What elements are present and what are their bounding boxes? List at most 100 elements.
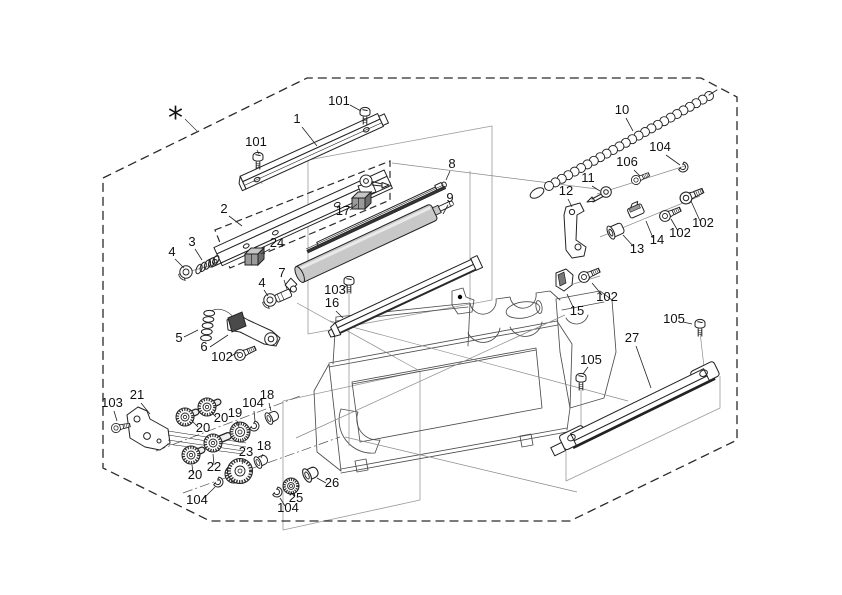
part-label-105-28: 105 xyxy=(663,311,693,326)
part-number-text: 22 xyxy=(207,459,221,474)
bracket-15 xyxy=(555,268,574,292)
leader-line xyxy=(335,310,344,319)
leader-line xyxy=(113,410,118,422)
leader-line xyxy=(582,366,589,375)
screw-105-left xyxy=(575,372,587,391)
part-number-text: 102 xyxy=(596,289,618,304)
part-number-text: 14 xyxy=(650,232,664,247)
part-number-text: 104 xyxy=(649,139,671,154)
part-number-text: 101 xyxy=(245,134,267,149)
dashed-boundary xyxy=(102,77,738,522)
part-label-15-26: 15 xyxy=(566,293,584,318)
leader-line xyxy=(633,169,641,177)
part-label-10-17: 10 xyxy=(615,102,634,132)
spring-5 xyxy=(200,308,237,342)
gear-20-a xyxy=(174,406,200,428)
leader-line xyxy=(256,149,260,155)
part-number-text: 24 xyxy=(270,235,284,250)
auger-coil xyxy=(544,91,714,191)
part-number-text: 12 xyxy=(559,183,573,198)
gear-19 xyxy=(228,420,252,444)
part-label-16-16: 16 xyxy=(325,295,344,319)
leader-line xyxy=(191,464,194,474)
part-label-13-22: 13 xyxy=(622,234,644,256)
leader-line xyxy=(174,258,185,269)
part-label-9-14: 9 xyxy=(442,190,454,215)
part-label-104-36: 104 xyxy=(242,395,264,422)
part-number-text: 4 xyxy=(168,244,175,259)
part-label-104-18: 104 xyxy=(649,139,681,166)
part-number-text: 8 xyxy=(448,156,455,171)
part-number-text: 18 xyxy=(260,387,274,402)
leader-line xyxy=(209,334,229,348)
part-label-6-11: 6 xyxy=(200,334,229,354)
leader-line xyxy=(670,218,679,232)
part-number-text: 13 xyxy=(630,241,644,256)
part-number-text: 21 xyxy=(130,387,144,402)
part-label-4-8: 4 xyxy=(258,275,269,297)
sleeve-14 xyxy=(627,200,645,219)
washer-4-left xyxy=(178,265,193,281)
lever-6 xyxy=(226,311,281,347)
part-label-8-13: 8 xyxy=(445,156,456,181)
leader-line xyxy=(635,345,652,389)
part-label-19-35: 19 xyxy=(228,405,242,428)
part-label-14-23: 14 xyxy=(645,220,664,247)
bar-27 xyxy=(550,361,720,457)
leader-line xyxy=(228,215,243,227)
asterisk-marker: * xyxy=(168,101,183,136)
part-label-12-21: 12 xyxy=(559,183,573,208)
leader-line xyxy=(283,279,288,290)
leader-line xyxy=(316,477,327,484)
part-number-text: 19 xyxy=(228,405,242,420)
part-label-101-0: 101 xyxy=(328,93,362,112)
part-label-105-30: 105 xyxy=(580,352,602,375)
part-number-text: 103 xyxy=(101,395,123,410)
part-number-text: 106 xyxy=(616,154,638,169)
part-label-20-38: 20 xyxy=(188,464,202,482)
part-label-21-32: 21 xyxy=(130,387,151,415)
part-label-7-9: 7 xyxy=(278,265,288,290)
part-label-2-3: 2 xyxy=(220,201,243,227)
leader-line xyxy=(191,420,199,428)
leader-line xyxy=(279,497,286,507)
part-number-text: 20 xyxy=(188,467,202,482)
part-1-rail xyxy=(238,113,389,192)
part-label-104-43: 104 xyxy=(277,497,299,515)
part-label-102-12: 102 xyxy=(211,349,239,364)
auger-10 xyxy=(529,89,718,199)
leader-line xyxy=(665,154,681,166)
part-number-text: 25 xyxy=(289,490,303,505)
asterisk-leader xyxy=(184,118,198,132)
part-label-104-42: 104 xyxy=(186,486,216,507)
part-number-text: 104 xyxy=(242,395,264,410)
leader-line xyxy=(591,282,603,296)
part-label-27-29: 27 xyxy=(625,330,652,389)
leader-line xyxy=(230,351,239,357)
leader-line xyxy=(268,402,272,412)
roller-9 xyxy=(294,200,454,283)
part-number-text: 102 xyxy=(692,215,714,230)
part-label-11-20: 11 xyxy=(581,170,601,192)
pin-11 xyxy=(586,186,612,203)
lever-7 xyxy=(274,277,298,303)
leader-line xyxy=(241,459,245,465)
leader-line xyxy=(445,170,451,181)
part-label-101-2: 101 xyxy=(245,134,267,155)
screw-102-c xyxy=(576,264,603,285)
part-number-text: 20 xyxy=(214,410,228,425)
gear-20-b xyxy=(196,396,222,418)
eclip-104-right xyxy=(677,161,691,175)
part-label-23-40: 23 xyxy=(239,444,253,465)
leader-line xyxy=(210,411,217,418)
leader-line xyxy=(183,329,199,338)
leader-line xyxy=(236,420,240,428)
leader-line xyxy=(442,204,449,215)
part-label-20-33: 20 xyxy=(210,410,228,425)
part-number-text: 103 xyxy=(324,282,346,297)
part-label-17-4: 17 xyxy=(336,203,358,218)
part-number-text: 18 xyxy=(257,438,271,453)
part-label-24-5: 24 xyxy=(260,235,284,255)
part-number-text: 105 xyxy=(580,352,602,367)
